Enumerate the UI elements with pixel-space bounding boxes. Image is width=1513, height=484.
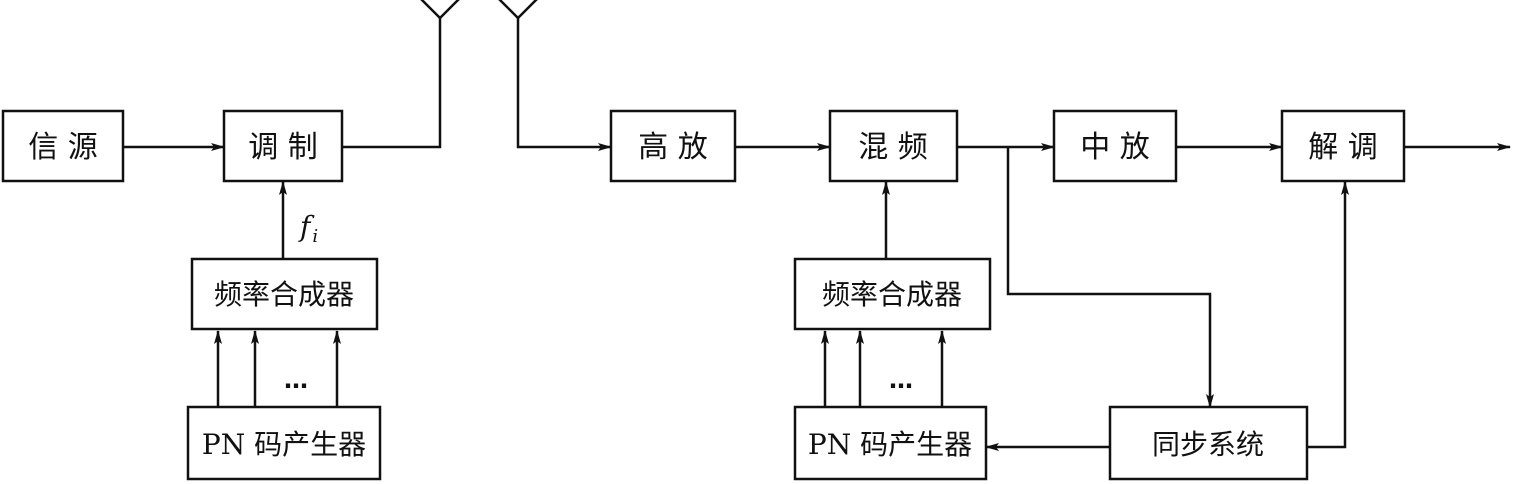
arrow-rx-antenna-to-rf-amp xyxy=(516,18,612,151)
tx-antenna-icon xyxy=(420,0,460,19)
ellipsis-rx: … xyxy=(889,366,913,394)
line-modulator-to-tx-antenna xyxy=(342,18,442,149)
block-synth-tx: 频率合成器 xyxy=(190,257,379,331)
block-pn-rx-label: PN 码产生器 xyxy=(808,428,972,461)
connections xyxy=(123,18,1511,451)
block-source: 信 源 xyxy=(1,109,125,183)
block-pn-rx: PN 码产生器 xyxy=(793,405,988,481)
block-if-amp-label: 中 放 xyxy=(1080,130,1150,165)
block-modulator: 调 制 xyxy=(222,109,344,183)
block-pn-tx-label: PN 码产生器 xyxy=(202,428,366,461)
block-demod-label: 解 调 xyxy=(1308,130,1378,165)
block-pn-tx: PN 码产生器 xyxy=(186,405,382,481)
ellipsis-tx: … xyxy=(284,366,308,394)
rx-antenna-icon xyxy=(498,0,538,19)
block-rf-amp-label: 高 放 xyxy=(638,130,708,165)
arrow-mixer-to-sync xyxy=(1006,147,1214,408)
block-if-amp: 中 放 xyxy=(1052,109,1178,183)
arrow-sync-to-demod xyxy=(1307,181,1349,449)
block-synth-rx: 频率合成器 xyxy=(793,257,992,331)
block-source-label: 信 源 xyxy=(28,130,98,165)
block-modulator-label: 调 制 xyxy=(248,130,318,165)
freq-subscript: i xyxy=(312,226,318,247)
block-sync: 同步系统 xyxy=(1108,405,1309,481)
block-mixer: 混 频 xyxy=(828,109,959,183)
block-sync-label: 同步系统 xyxy=(1152,428,1264,461)
block-synth-tx-label: 频率合成器 xyxy=(214,278,354,311)
block-synth-rx-label: 频率合成器 xyxy=(822,278,962,311)
block-mixer-label: 混 频 xyxy=(858,130,928,165)
block-rf-amp: 高 放 xyxy=(609,109,737,183)
block-demod: 解 调 xyxy=(1280,109,1406,183)
